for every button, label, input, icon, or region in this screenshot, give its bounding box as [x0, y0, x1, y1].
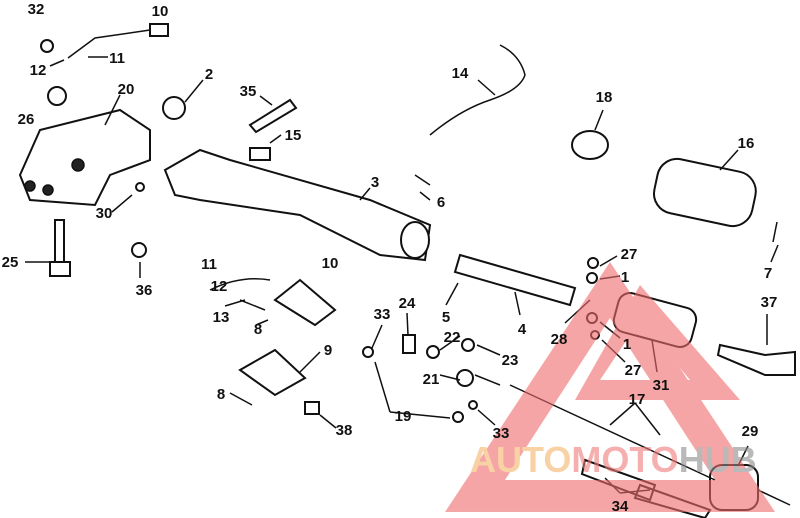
part-steering-arm [163, 148, 432, 262]
callout-label: 12 [211, 278, 228, 295]
part-plate [273, 278, 337, 327]
part-plate [238, 348, 307, 397]
callout-label: 34 [612, 498, 629, 515]
watermark-auto: AUTO [470, 439, 571, 480]
watermark-triangle-outer [445, 262, 775, 512]
callout-label: 1 [623, 336, 631, 353]
callout-label: 20 [118, 81, 135, 98]
callout-label: 7 [764, 265, 772, 282]
part-cable [67, 29, 151, 59]
callout-label: 26 [18, 111, 35, 128]
arm-end [400, 221, 430, 259]
callout-label: 25 [2, 254, 19, 271]
callout-label: 21 [423, 371, 440, 388]
callout-label: 32 [28, 1, 45, 18]
part-small [456, 369, 474, 387]
part-small [362, 346, 374, 358]
part-small [402, 334, 416, 354]
part-connector [149, 23, 169, 37]
callout-label: 31 [653, 377, 670, 394]
callout-label: 37 [761, 294, 778, 311]
callout-label: 8 [217, 386, 225, 403]
watermark-hub: HUB [679, 439, 757, 480]
callout-label: 10 [322, 255, 339, 272]
callout-label: 16 [738, 135, 755, 152]
part-nut [47, 86, 67, 106]
part-bolt [248, 98, 298, 134]
callout-label: 10 [152, 3, 169, 20]
callout-label: 2 [205, 66, 213, 83]
callout-label: 27 [621, 246, 638, 263]
part-nut [131, 242, 147, 258]
part-bolt-head [49, 261, 71, 277]
part-nut [40, 39, 54, 53]
callout-label: 11 [109, 50, 125, 67]
watermark-moto: MOTO [571, 439, 678, 480]
watermark-text: AUTOMOTOHUB [470, 439, 757, 480]
callout-label: 18 [596, 89, 613, 106]
callout-label: 28 [551, 331, 568, 348]
part-wires [209, 174, 778, 386]
part-screw [135, 182, 145, 192]
watermark: AUTOMOTOHUB [445, 262, 775, 512]
callout-label: 22 [444, 329, 461, 346]
housing-hole [71, 158, 85, 172]
callout-label: 3 [371, 174, 379, 191]
callout-label: 14 [452, 65, 469, 82]
part-bolt [54, 219, 65, 266]
part-housing [18, 108, 151, 207]
callout-label: 36 [136, 282, 153, 299]
callout-label: 11 [201, 256, 217, 273]
part-small [468, 400, 478, 410]
part-small [461, 338, 475, 352]
callout-label: 5 [442, 309, 450, 326]
housing-hole [24, 180, 36, 192]
callout-label: 6 [437, 194, 445, 211]
part-tube [453, 253, 577, 307]
part-small [249, 147, 271, 161]
callout-label: 15 [285, 127, 302, 144]
callout-label: 24 [399, 295, 416, 312]
part-bracket [571, 130, 609, 160]
callout-label: 12 [30, 62, 47, 79]
callout-label: 33 [493, 425, 510, 442]
part-switch [716, 343, 796, 376]
callout-label: 30 [96, 205, 113, 222]
callout-label: 13 [213, 309, 230, 326]
part-spring-cord [429, 44, 526, 136]
part-small [452, 411, 464, 423]
part-small [426, 345, 440, 359]
callout-label: 23 [502, 352, 519, 369]
part-small [587, 257, 599, 269]
callout-label: 17 [629, 391, 646, 408]
part-washer [162, 96, 186, 120]
callout-label: 29 [742, 423, 759, 440]
part-grip [652, 157, 757, 228]
part-small [586, 272, 598, 284]
callout-label: 35 [240, 83, 257, 100]
callout-label: 19 [395, 408, 412, 425]
housing-hole [42, 184, 54, 196]
callout-label: 1 [621, 269, 629, 286]
watermark-triangle-inner [575, 285, 740, 400]
callout-label: 33 [374, 306, 391, 323]
callout-label: 27 [625, 362, 642, 379]
callout-label: 4 [518, 321, 527, 338]
callout-label: 9 [324, 342, 332, 359]
part-small [304, 401, 320, 415]
callout-label: 38 [336, 422, 353, 439]
callout-label: 8 [254, 321, 262, 338]
